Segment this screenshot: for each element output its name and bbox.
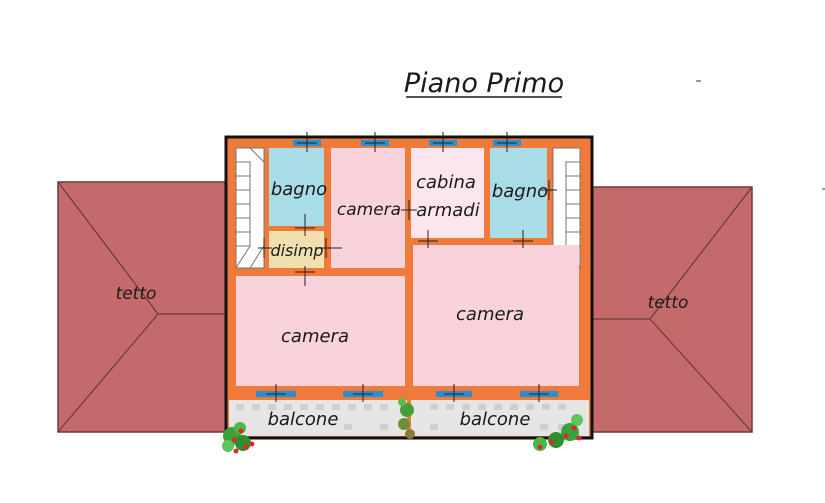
label-bagno-right: bagno — [492, 181, 548, 202]
label-camera-top: camera — [337, 200, 401, 220]
room-disimp — [269, 231, 324, 268]
room-cabina-armadi — [411, 148, 484, 238]
label-bagno-left: bagno — [271, 179, 327, 200]
room-camera-left — [236, 276, 405, 386]
label-armadi: armadi — [416, 200, 479, 221]
roof-left-label: tetto — [116, 284, 157, 304]
label-balcone-left: balcone — [268, 409, 339, 430]
label-camera-left: camera — [281, 326, 349, 347]
room-bagno-left — [269, 148, 324, 226]
plan-title: Piano Primo — [404, 68, 564, 99]
opening-markers — [258, 132, 557, 402]
label-balcone-right: balcone — [460, 409, 531, 430]
stairs-left — [235, 147, 265, 269]
label-cabina: cabina — [416, 172, 476, 193]
roof-left — [57, 181, 227, 433]
plant-left — [222, 422, 255, 454]
balcony-railing — [236, 404, 566, 430]
plant-right — [533, 414, 583, 451]
roof-right-label: tetto — [648, 293, 689, 313]
label-disimp: disimp — [270, 241, 323, 260]
room-camera-right — [413, 245, 579, 386]
label-camera-right: camera — [456, 304, 524, 325]
room-bagno-right — [490, 148, 547, 238]
plant-center — [398, 398, 415, 439]
room-camera-top — [331, 148, 405, 268]
